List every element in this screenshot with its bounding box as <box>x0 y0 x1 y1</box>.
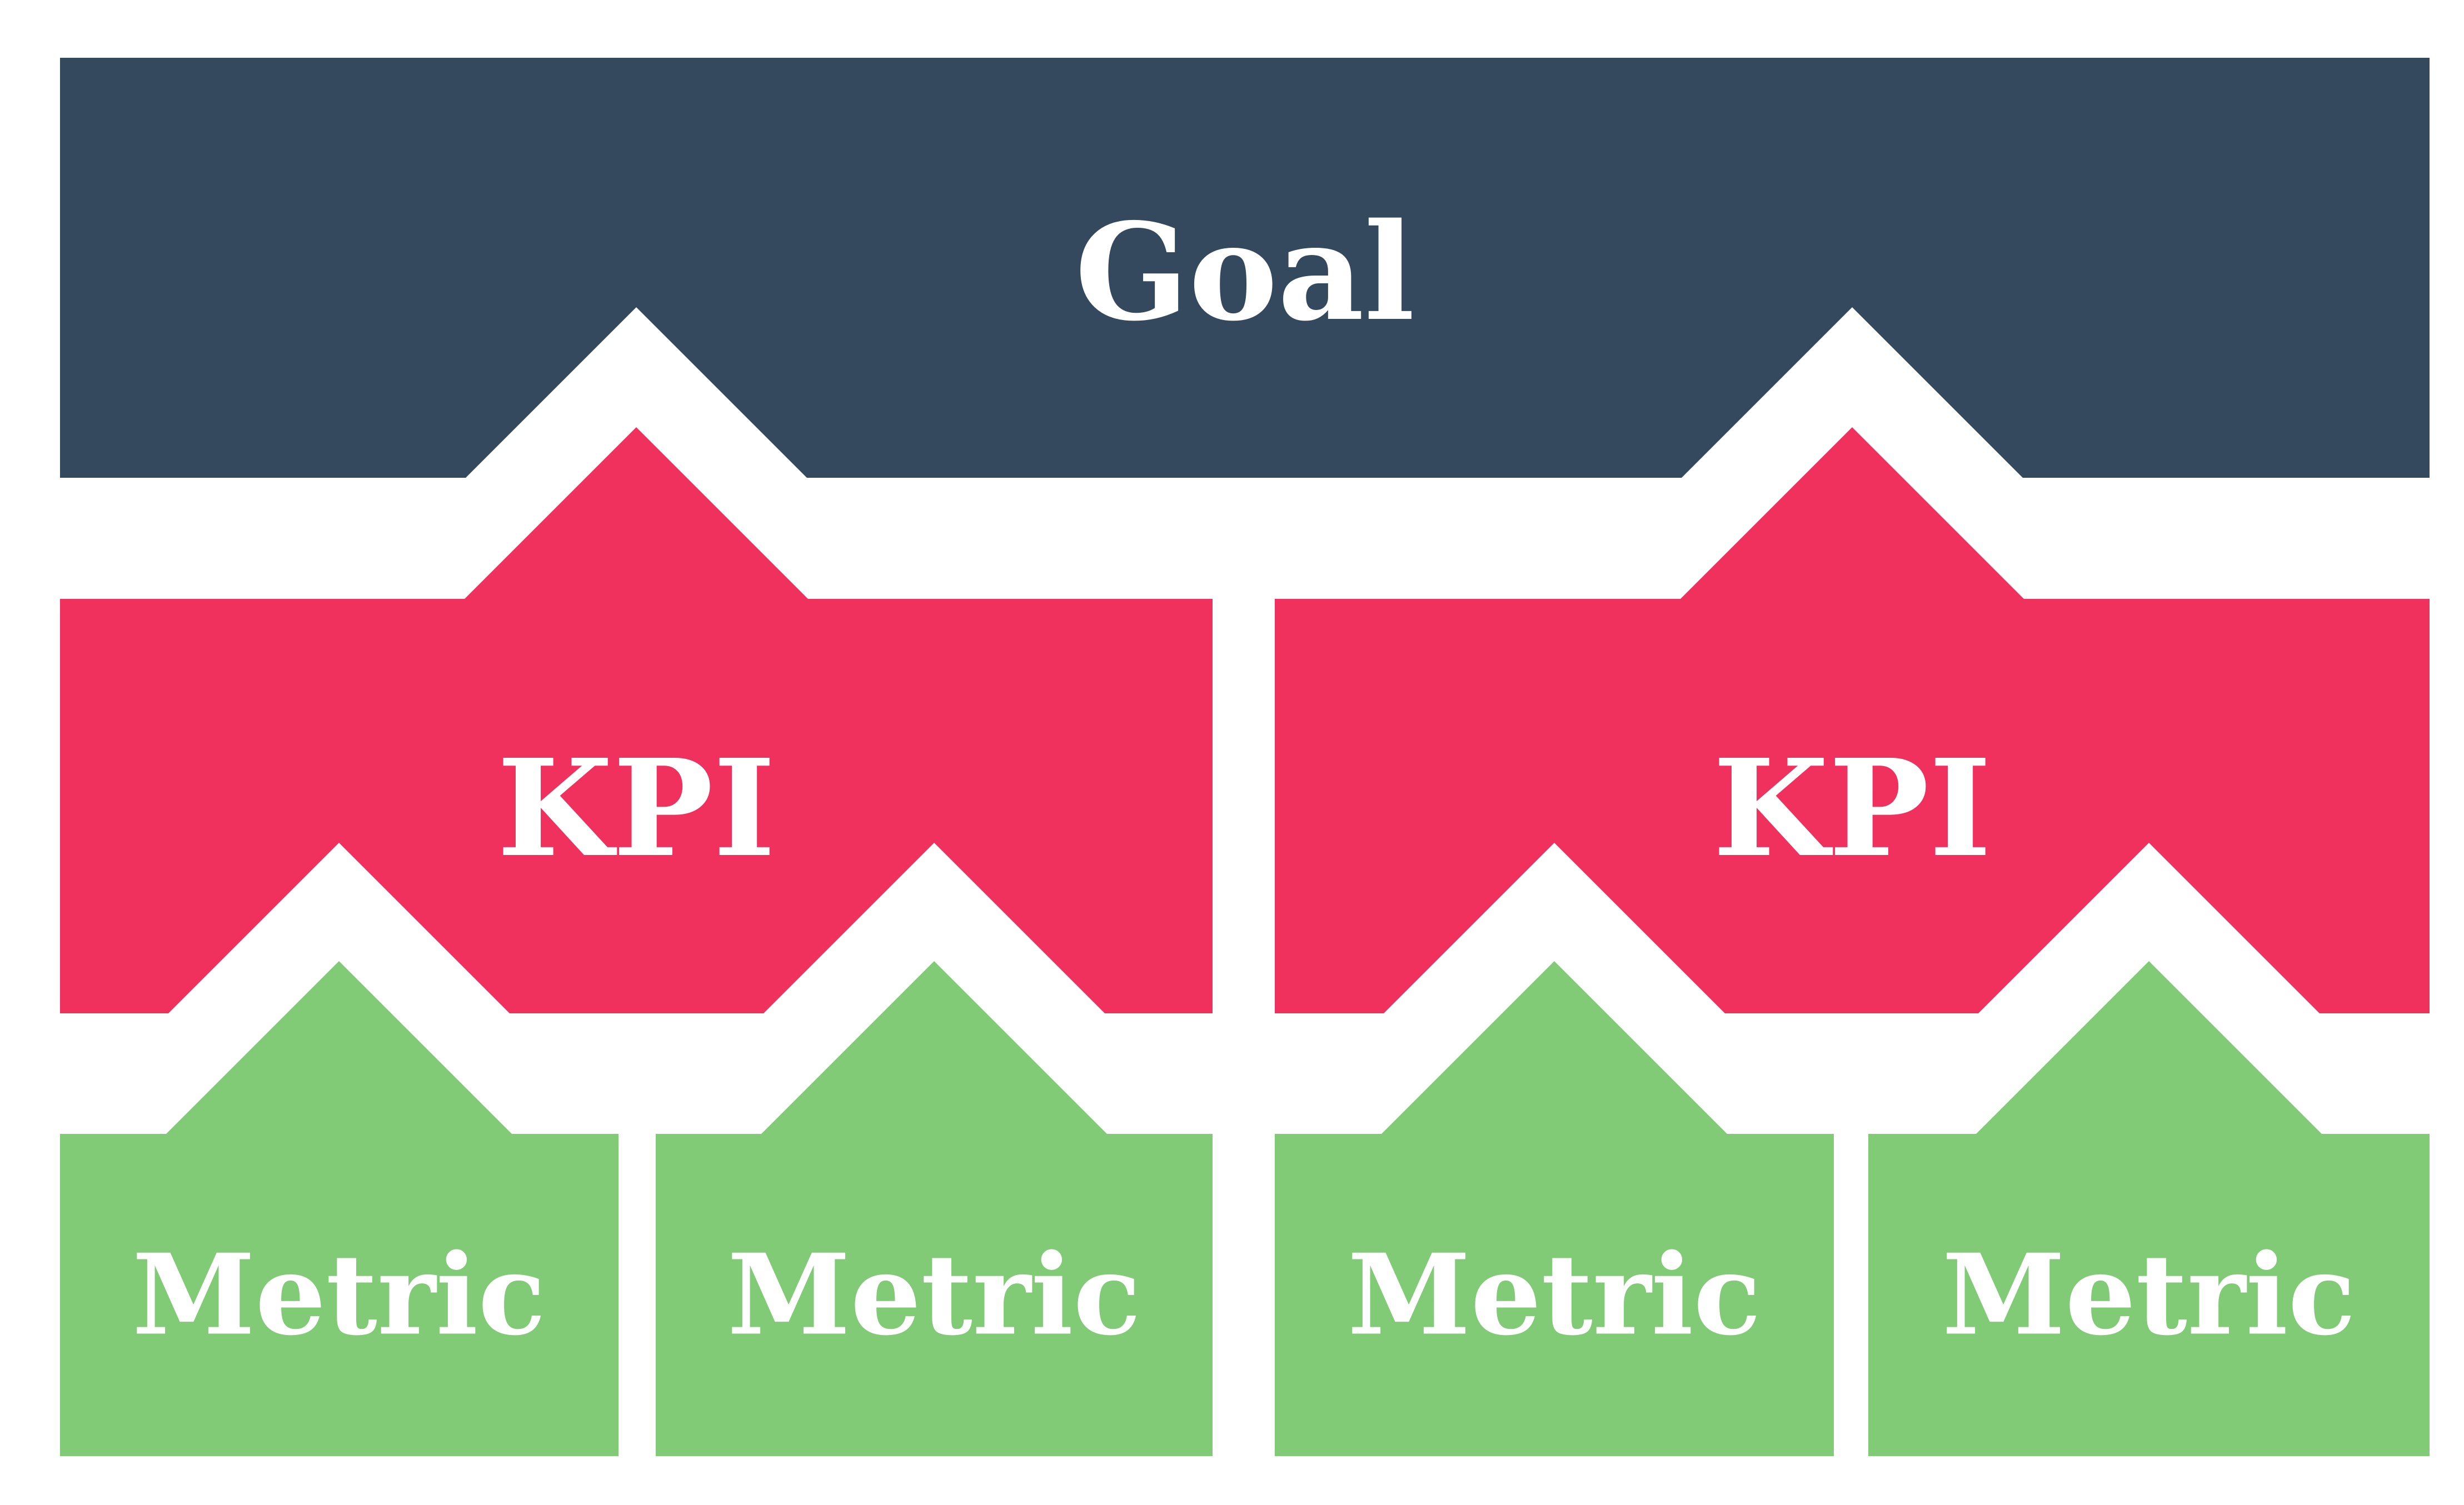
metric-label-2: Metric <box>727 1230 1141 1361</box>
kpi-label-right: KPI <box>1713 730 1991 887</box>
kpi-label-left: KPI <box>497 730 775 887</box>
goal-label: Goal <box>1075 194 1415 351</box>
metric-label-3: Metric <box>1348 1230 1761 1361</box>
metric-bar-3 <box>1275 961 1834 1456</box>
goal-bar <box>60 58 2430 478</box>
metric-label-4: Metric <box>1942 1230 2356 1361</box>
metric-bar-2 <box>656 961 1213 1456</box>
metric-bar-1 <box>60 961 619 1456</box>
kpi-bar-left <box>60 427 1213 1013</box>
metric-bar-4 <box>1868 961 2430 1456</box>
metric-label-1: Metric <box>132 1230 546 1361</box>
kpi-bar-right <box>1275 427 2430 1013</box>
